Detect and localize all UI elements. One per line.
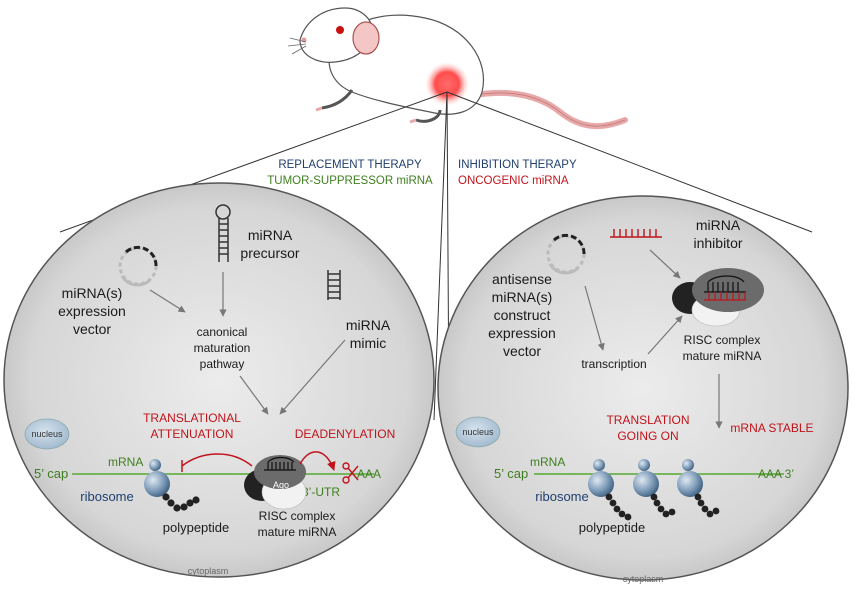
mimic-label-1: miRNA <box>346 317 391 333</box>
mimic-duplex-icon <box>327 270 341 300</box>
pathway-label-1: canonical <box>197 325 248 339</box>
precursor-label-1: miRNA <box>248 227 293 243</box>
mouse-eye <box>336 26 344 34</box>
left-nucleus-label: nucleus <box>31 429 63 439</box>
translation-label-1: TRANSLATION <box>606 413 689 427</box>
left-polypeptide-chain <box>162 493 200 512</box>
left-cap-label: 5’ cap <box>34 466 68 481</box>
construct-vector-icon <box>546 233 586 275</box>
mouse-front-leg <box>321 89 354 110</box>
precursor-hairpin-icon <box>215 204 231 262</box>
vector-label-1: miRNA(s) <box>62 285 123 301</box>
transcription-label: transcription <box>581 357 646 371</box>
right-nucleus-label: nucleus <box>462 427 494 437</box>
right-cell: antisense miRNA(s) construct expression … <box>437 195 849 584</box>
deadenylation-label: DEADENYLATION <box>295 427 395 441</box>
pathway-label-3: pathway <box>200 357 245 371</box>
construct-label-3: construct <box>494 307 551 323</box>
left-polya-label: AAA <box>357 467 381 481</box>
right-ribosome-label: ribosome <box>535 489 588 504</box>
construct-label-4: expression <box>488 325 556 341</box>
left-polypeptide-label: polypeptide <box>163 520 230 535</box>
left-ribosome-label: ribosome <box>80 489 133 504</box>
right-ribosome-1 <box>588 459 614 497</box>
stable-label: mRNA STABLE <box>730 421 813 435</box>
right-cap-label: 5’ cap <box>494 466 528 481</box>
right-grey-arrows <box>584 249 723 429</box>
construct-label-1: antisense <box>492 271 552 287</box>
right-mrna-label: mRNA <box>530 455 565 469</box>
precursor-label-2: precursor <box>240 245 299 261</box>
inhibitor-label-2: inhibitor <box>693 235 742 251</box>
inhibitor-icon <box>610 229 662 238</box>
pathway-label-2: maturation <box>194 341 251 355</box>
right-risc-complex <box>672 268 764 327</box>
left-grey-arrows <box>149 272 346 415</box>
mouse-tail-outline <box>469 92 626 127</box>
vector-label-3: vector <box>73 321 111 337</box>
left-ribosome <box>144 459 170 497</box>
left-subtitle: TUMOR-SUPPRESSOR miRNA <box>267 175 433 187</box>
right-nucleus <box>455 416 501 448</box>
left-utr-label: 3’-UTR <box>302 485 340 499</box>
construct-label-5: vector <box>503 343 541 359</box>
left-risc-label-1: RISC complex <box>259 509 336 523</box>
left-cell-membrane <box>3 182 435 578</box>
vector-label-2: expression <box>58 303 126 319</box>
right-subtitle: ONCOGENIC miRNA <box>458 175 569 187</box>
right-risc-label-2: mature miRNA <box>683 349 762 363</box>
left-ago-label: Ago <box>273 480 289 490</box>
construct-label-2: miRNA(s) <box>492 289 553 305</box>
attenuation-label-2: ATTENUATION <box>151 427 234 441</box>
right-polypeptide-chains <box>605 493 720 521</box>
right-risc-label-1: RISC complex <box>684 333 761 347</box>
red-effect-arrows <box>181 451 336 472</box>
left-nucleus <box>24 418 70 450</box>
mouse-ear <box>352 21 380 55</box>
right-ribosome-2 <box>633 459 659 497</box>
right-title: INHIBITION THERAPY <box>458 159 577 171</box>
mouse-hind-leg <box>415 109 442 123</box>
scissors-icon <box>342 462 359 484</box>
right-polypeptide-label: polypeptide <box>579 520 646 535</box>
tumor <box>425 62 469 106</box>
inhibitor-label-1: miRNA <box>696 217 741 233</box>
left-cytoplasm-label: cytoplasm <box>188 566 229 576</box>
mimic-label-2: mimic <box>350 335 387 351</box>
right-polya-label: AAA 3’ <box>758 467 794 481</box>
left-mrna-label: mRNA <box>108 455 143 469</box>
left-title: REPLACEMENT THERAPY <box>278 159 422 171</box>
left-risc-label-2: mature miRNA <box>258 525 337 539</box>
attenuation-label-1: TRANSLATIONAL <box>143 411 241 425</box>
right-ribosome-3 <box>677 459 703 497</box>
left-cell: miRNA(s) expression vector miRNA precurs… <box>3 182 435 578</box>
expression-vector-icon <box>118 245 158 287</box>
left-risc-complex <box>244 455 307 510</box>
right-cytoplasm-label: cytoplasm <box>623 574 664 584</box>
translation-label-2: GOING ON <box>617 429 678 443</box>
